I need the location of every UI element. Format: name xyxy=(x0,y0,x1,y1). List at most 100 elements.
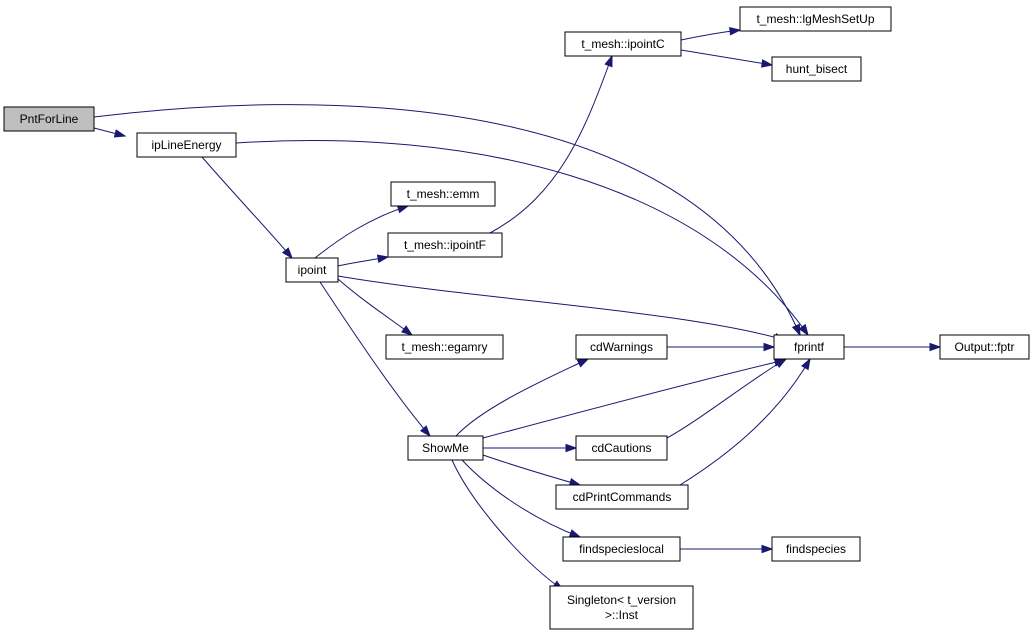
edge-fprintf-to-fptr xyxy=(843,342,942,352)
edge-line xyxy=(319,281,431,437)
node-box xyxy=(575,435,668,461)
arrowhead-icon xyxy=(281,247,293,260)
node-huntbisect[interactable]: hunt_bisect xyxy=(771,56,862,82)
node-box xyxy=(939,334,1030,360)
node-label: cdCautions xyxy=(591,441,651,455)
arrowhead-icon xyxy=(376,254,390,264)
arrowhead-icon xyxy=(565,443,578,453)
node-ipointf[interactable]: t_mesh::ipointF xyxy=(387,232,503,258)
node-cdprintcommands[interactable]: cdPrintCommands xyxy=(555,484,689,510)
edge-line xyxy=(314,205,409,259)
node-label: t_mesh::ipointF xyxy=(404,238,486,252)
node-label: ipoint xyxy=(298,263,327,277)
edge-ipoint-to-showme xyxy=(319,281,431,438)
node-label: ShowMe xyxy=(422,441,469,455)
edge-showme-to-cdcautions xyxy=(483,443,578,453)
edge-line xyxy=(679,358,811,486)
edge-cdwarnings-to-fprintf xyxy=(666,342,776,352)
arrowhead-icon xyxy=(729,26,742,36)
edge-line xyxy=(451,459,564,591)
edge-pntforline-to-iplineenergy xyxy=(93,127,127,138)
function-nodes: PntForLineipLineEnergyipointt_mesh::emmt… xyxy=(3,6,1030,630)
node-box xyxy=(773,334,845,360)
edge-line xyxy=(337,275,786,341)
arrowhead-icon xyxy=(760,59,774,68)
node-label: t_mesh::egamry xyxy=(401,340,487,354)
arrowhead-icon xyxy=(576,358,590,368)
node-label: >::Inst xyxy=(605,608,639,622)
edge-line xyxy=(461,459,581,538)
edge-cdcautions-to-fprintf xyxy=(666,358,788,439)
node-box xyxy=(555,484,689,510)
arrowhead-icon xyxy=(400,325,414,336)
node-iplineenergy[interactable]: ipLineEnergy xyxy=(136,132,237,158)
node-lgmeshsetup[interactable]: t_mesh::lgMeshSetUp xyxy=(739,6,892,32)
node-emm[interactable]: t_mesh::emm xyxy=(390,181,496,207)
node-box xyxy=(575,334,668,360)
node-box xyxy=(562,536,681,562)
arrowhead-icon xyxy=(763,342,776,352)
call-edges xyxy=(93,26,942,591)
node-box xyxy=(771,536,861,562)
edge-ipointf-to-ipointc xyxy=(489,54,613,234)
node-findspecieslocal[interactable]: findspecieslocal xyxy=(562,536,681,562)
node-label: t_mesh::lgMeshSetUp xyxy=(756,12,874,26)
arrowhead-icon xyxy=(801,357,811,371)
node-label: t_mesh::ipointC xyxy=(581,37,665,51)
edge-showme-to-cdwarnings xyxy=(455,358,590,437)
node-box xyxy=(390,181,496,207)
edge-iplineenergy-to-ipoint xyxy=(201,156,293,260)
node-box xyxy=(3,106,95,132)
node-box xyxy=(564,31,682,57)
node-label: findspecieslocal xyxy=(579,542,664,556)
arrowhead-icon xyxy=(419,425,431,438)
arrowhead-icon xyxy=(774,358,788,369)
node-label: PntForLine xyxy=(20,112,79,126)
node-label: findspecies xyxy=(786,542,846,556)
node-label: Singleton< t_version xyxy=(567,593,676,607)
node-box xyxy=(771,56,862,82)
node-label: hunt_bisect xyxy=(786,62,848,76)
edge-line xyxy=(680,49,773,66)
node-box xyxy=(739,6,892,32)
node-box xyxy=(136,132,237,158)
node-box xyxy=(549,585,694,630)
node-box xyxy=(385,334,504,360)
node-cdwarnings[interactable]: cdWarnings xyxy=(575,334,668,360)
edge-ipoint-to-ipointf xyxy=(337,254,390,267)
edge-showme-to-fprintf xyxy=(482,358,787,439)
node-label: cdPrintCommands xyxy=(573,490,672,504)
edge-showme-to-cdprintcommands xyxy=(482,454,582,487)
edge-line xyxy=(482,454,581,486)
arrowhead-icon xyxy=(113,129,127,138)
node-label: Output::fptr xyxy=(954,340,1014,354)
node-label: fprintf xyxy=(794,340,825,354)
node-singleton[interactable]: Singleton< t_version>::Inst xyxy=(549,585,694,630)
node-fprintf[interactable]: fprintf xyxy=(773,334,845,360)
node-label: ipLineEnergy xyxy=(151,138,221,152)
edge-line xyxy=(93,104,801,336)
node-findspecies[interactable]: findspecies xyxy=(771,536,861,562)
arrowhead-icon xyxy=(396,205,410,214)
edge-iplineenergy-to-fprintf xyxy=(235,140,809,337)
node-showme[interactable]: ShowMe xyxy=(407,435,484,461)
node-ipoint[interactable]: ipoint xyxy=(285,257,339,283)
node-label: cdWarnings xyxy=(590,340,653,354)
edge-line xyxy=(455,358,589,437)
node-label: t_mesh::emm xyxy=(407,187,480,201)
edge-line xyxy=(489,55,613,234)
arrowhead-icon xyxy=(604,54,613,68)
node-fptr[interactable]: Output::fptr xyxy=(939,334,1030,360)
arrowhead-icon xyxy=(568,529,582,538)
node-ipointc[interactable]: t_mesh::ipointC xyxy=(564,31,682,57)
node-box xyxy=(285,257,339,283)
node-pntforline[interactable]: PntForLine xyxy=(3,106,95,132)
node-cdcautions[interactable]: cdCautions xyxy=(575,435,668,461)
edge-line xyxy=(235,140,809,336)
node-egamry[interactable]: t_mesh::egamry xyxy=(385,334,504,360)
edge-cdprintcommands-to-fprintf xyxy=(679,357,811,486)
arrowhead-icon xyxy=(761,544,774,554)
arrowhead-icon xyxy=(791,323,801,337)
edge-line xyxy=(666,358,787,439)
